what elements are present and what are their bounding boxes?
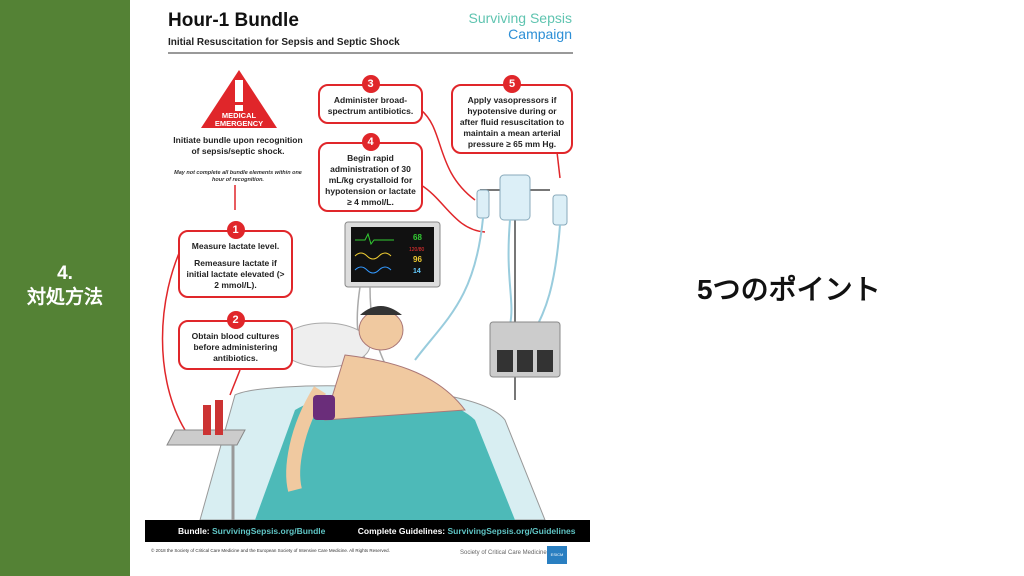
sccm-logo: Society of Critical Care Medicine (460, 550, 547, 556)
bundle-link[interactable]: SurvivingSepsis.org/Bundle (212, 526, 326, 536)
guidelines-link[interactable]: SurvivingSepsis.org/Guidelines (447, 526, 576, 536)
monitor-rr: 14 (413, 268, 421, 275)
monitor-spo2: 96 (413, 255, 422, 264)
slide-heading: 5つのポイント (697, 274, 881, 305)
note-text: May not complete all bundle elements wit… (174, 170, 302, 183)
monitor-hr: 68 (413, 233, 422, 242)
section-sidebar: 4. 対処方法 (0, 0, 130, 576)
section-title: 対処方法 (26, 287, 103, 308)
copyright: © 2018 the Society of Critical Care Medi… (151, 548, 390, 553)
step-1-box: 1 Measure lactate level.Remeasure lactat… (178, 221, 293, 298)
poster-title: Hour-1 Bundle (168, 10, 299, 31)
poster-subtitle: Initial Resuscitation for Sepsis and Sep… (168, 37, 400, 48)
poster-footer: Bundle: SurvivingSepsis.org/Bundle Compl… (145, 520, 590, 542)
monitor-bp: 120/80 (409, 247, 425, 253)
initiate-text: Initiate bundle upon recognition of seps… (173, 135, 303, 156)
divider (168, 52, 573, 54)
illustration: 68 120/80 96 14 (161, 109, 568, 520)
medical-emergency-warning: MEDICAL EMERGENCY (199, 68, 279, 135)
section-number: 4. (57, 263, 73, 284)
esicm-logo: ESICM (547, 546, 567, 564)
hour1-bundle-poster: Hour-1 Bundle Initial Resuscitation for … (145, 0, 590, 576)
